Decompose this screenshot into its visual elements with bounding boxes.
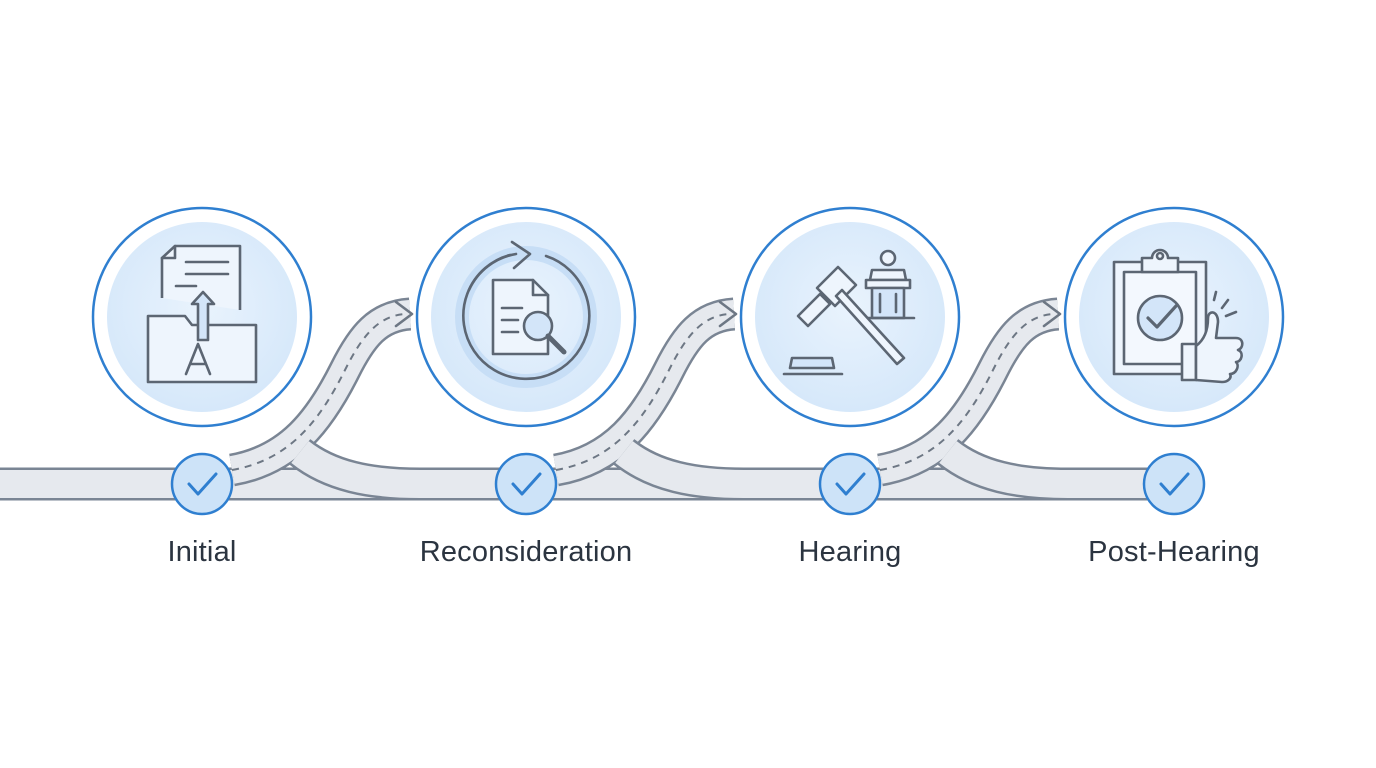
stage-label-hearing: Hearing [798,536,902,568]
check-marker-reconsideration [494,452,558,516]
checkmark-icon [1159,472,1190,496]
checkmark-icon [835,472,866,496]
folder-upload-document-icon [146,244,258,384]
check-marker-hearing [818,452,882,516]
document-review-cycle-icon [455,240,597,388]
check-marker-post-hearing [1142,452,1206,516]
stage-circle-hearing [739,206,961,428]
stage-label-initial: Initial [167,536,237,568]
branch-paths [228,297,1069,501]
clipboard-thumbs-up-icon [1112,248,1244,384]
stage-label-post-hearing: Post-Hearing [1088,536,1260,568]
checkmark-icon [187,472,218,496]
checkmark-icon [511,472,542,496]
check-marker-initial [170,452,234,516]
gavel-podium-icon [782,249,916,376]
stage-label-reconsideration: Reconsideration [419,536,633,568]
